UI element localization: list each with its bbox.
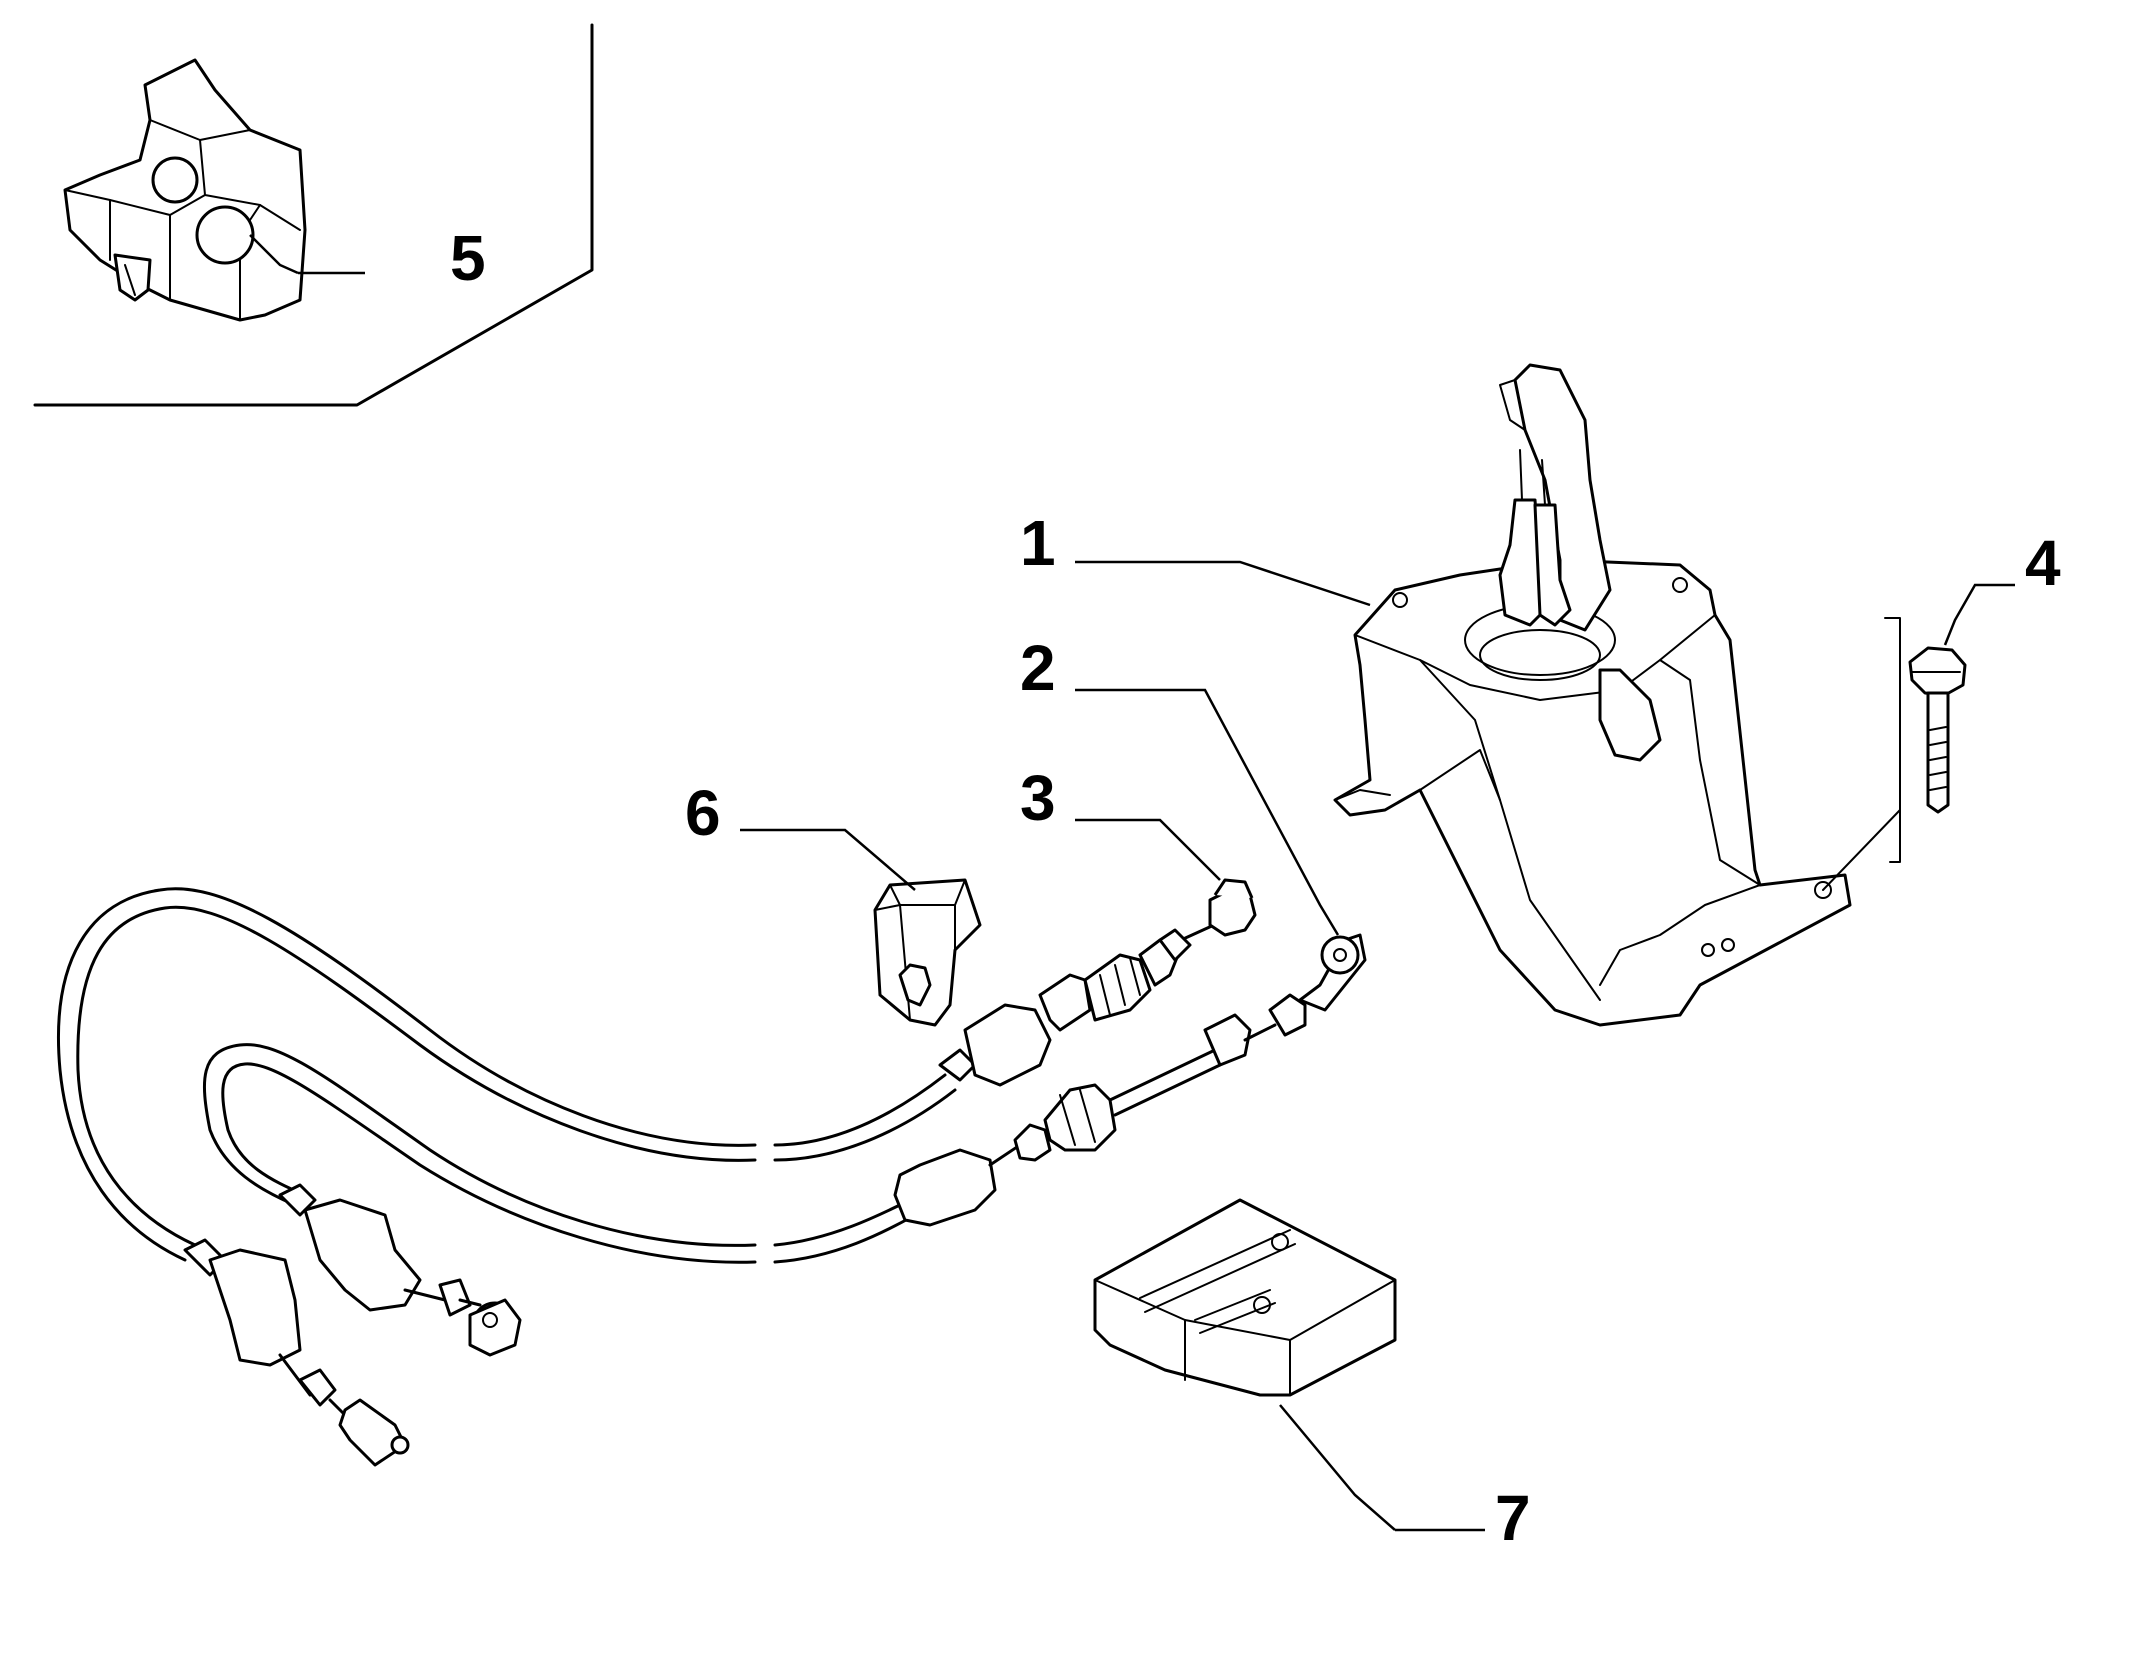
- part-1-gear-shift-assembly: [1333, 363, 1852, 1027]
- part-2-shift-cable: [202, 933, 1367, 1357]
- part-7-pad: [1093, 1198, 1397, 1397]
- callout-label-3: 3: [1020, 762, 1056, 834]
- inset-frame: [33, 23, 594, 407]
- part-6-cable-bracket-clip: [873, 878, 982, 1027]
- part-4-bolt: [1822, 617, 1967, 891]
- callout-label-5: 5: [450, 222, 486, 294]
- callout-label-6: 6: [685, 777, 721, 849]
- part-3-selector-cable: [57, 878, 1257, 1467]
- callout-label-2: 2: [1020, 632, 1056, 704]
- leader-lines: [249, 234, 2015, 1532]
- callout-label-4: 4: [2025, 527, 2061, 599]
- callout-labels: 5 1 2 3 6 4 7: [450, 222, 2061, 1554]
- callout-label-7: 7: [1495, 1482, 1531, 1554]
- callout-label-1: 1: [1020, 507, 1056, 579]
- part-5-cable-clip: [63, 58, 307, 322]
